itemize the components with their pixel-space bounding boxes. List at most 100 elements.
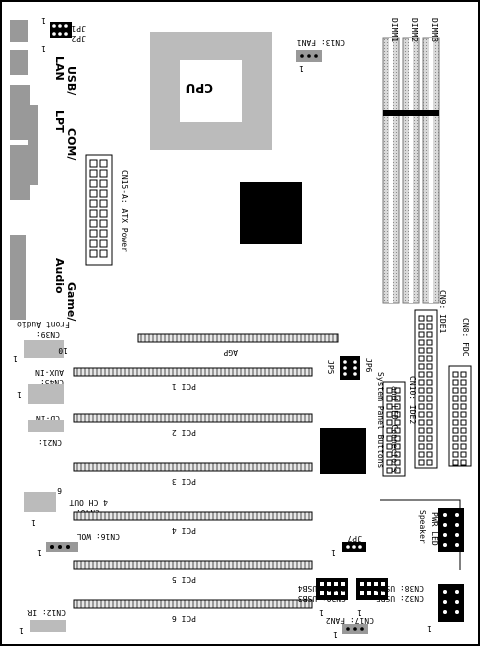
connector-pin [460,419,467,426]
lpt-port [10,85,30,140]
connector-pin [386,395,393,402]
connector-pin [426,379,433,386]
connector-pin [386,387,393,394]
connector-pin [426,395,433,402]
connector-pin [452,459,459,466]
connector-pin [426,451,433,458]
connector-pin [460,451,467,458]
audio-label: Audio [53,258,66,294]
cn8-label: CN8: FDC [461,318,470,357]
cn10-label: CN10: IDE2 [408,376,417,424]
connector-pin [418,435,425,442]
ide1-connector [414,309,438,469]
pci2-label: PCI 2 [172,428,196,437]
cn31-label: CN31: USB4 [298,584,346,593]
connector-pin [418,395,425,402]
connector-pin [426,355,433,362]
game-label: Game/ [65,282,78,322]
southbridge-chip [320,428,366,474]
cn45-one-label: 1 [17,390,22,399]
jp2-one-label: 1 [41,44,46,53]
northbridge-chip [240,182,302,244]
cn45-label: CN45: [40,378,64,387]
connector-pin [386,467,393,474]
led-connectors-label: and LED Connectors [390,386,399,473]
connector-pin [418,411,425,418]
pci2-slot [73,413,313,423]
connector-pin [99,189,108,198]
connector-pin [426,435,433,442]
connector-pin [374,582,378,586]
front-audio-header [24,340,64,358]
connector-pin [460,403,467,410]
connector-pin [327,591,331,595]
connector-pin [418,347,425,354]
cn38-label: CN38: USB6 [376,584,424,593]
connector-pin [89,219,98,228]
jp1-jp2-jumper [50,22,72,38]
connector-pin [460,427,467,434]
jp7-label: JP7 [347,534,362,543]
cn46-one-label: 1 [31,518,36,527]
fan2-one-label: 1 [333,630,338,639]
connector-pin [460,411,467,418]
atx-power-connector [85,154,113,266]
speaker-label: Speaker [418,510,427,544]
front-audio-label: Front Audio [17,320,70,329]
cn9-label: CN9: IDE1 [438,290,447,334]
usb5-one-label: 1 [427,624,432,633]
cn46-six-label: 6 [57,486,62,495]
connector-pin [381,591,385,595]
connector-pin [452,411,459,418]
connector-pin [460,443,467,450]
lpt-label: LPT [53,110,66,133]
cpu-label: CPU [186,81,213,95]
connector-pin [99,239,108,248]
connector-pin [360,591,364,595]
connector-pin [394,467,401,474]
connector-pin [89,179,98,188]
connector-pin [460,395,467,402]
connector-pin [452,395,459,402]
connector-pin [452,427,459,434]
four-ch-out-header [24,492,56,512]
connector-pin [418,323,425,330]
four-ch-out-label: 4 CH OUT [69,498,108,507]
aux-in-label: AUX-IN [35,368,64,377]
connector-pin [394,419,401,426]
connector-pin [426,347,433,354]
com-label: COM/ [65,128,78,161]
connector-pin [327,582,331,586]
connector-pin [394,403,401,410]
pci5-slot [73,560,313,570]
lan-label: LAN [53,56,66,81]
connector-pin [426,403,433,410]
cn16-label: CN16: WOL [76,532,120,541]
connector-pin [394,427,401,434]
connector-pin [386,419,393,426]
jp5-label: JP5 [326,360,335,375]
connector-pin [394,411,401,418]
system-panel-label: System Panel Buttons [376,372,385,469]
pci3-slot [73,462,313,472]
connector-pin [452,379,459,386]
cn12-label: CN12: IR [27,608,66,617]
cn39-one-label: 1 [13,354,18,363]
connector-pin [386,435,393,442]
connector-pin [89,199,98,208]
connector-pin [460,379,467,386]
fan1-one-label: 1 [299,64,304,73]
connector-pin [99,169,108,178]
connector-pin [426,323,433,330]
connector-pin [426,427,433,434]
connector-pin [99,199,108,208]
connector-pin [426,459,433,466]
connector-pin [394,387,401,394]
connector-pin [341,582,345,586]
connector-pin [386,451,393,458]
usb-port-top [10,20,28,42]
connector-pin [452,387,459,394]
connector-pin [320,591,324,595]
usb34-one-label: 1 [319,608,324,617]
usb5-header [438,584,464,622]
